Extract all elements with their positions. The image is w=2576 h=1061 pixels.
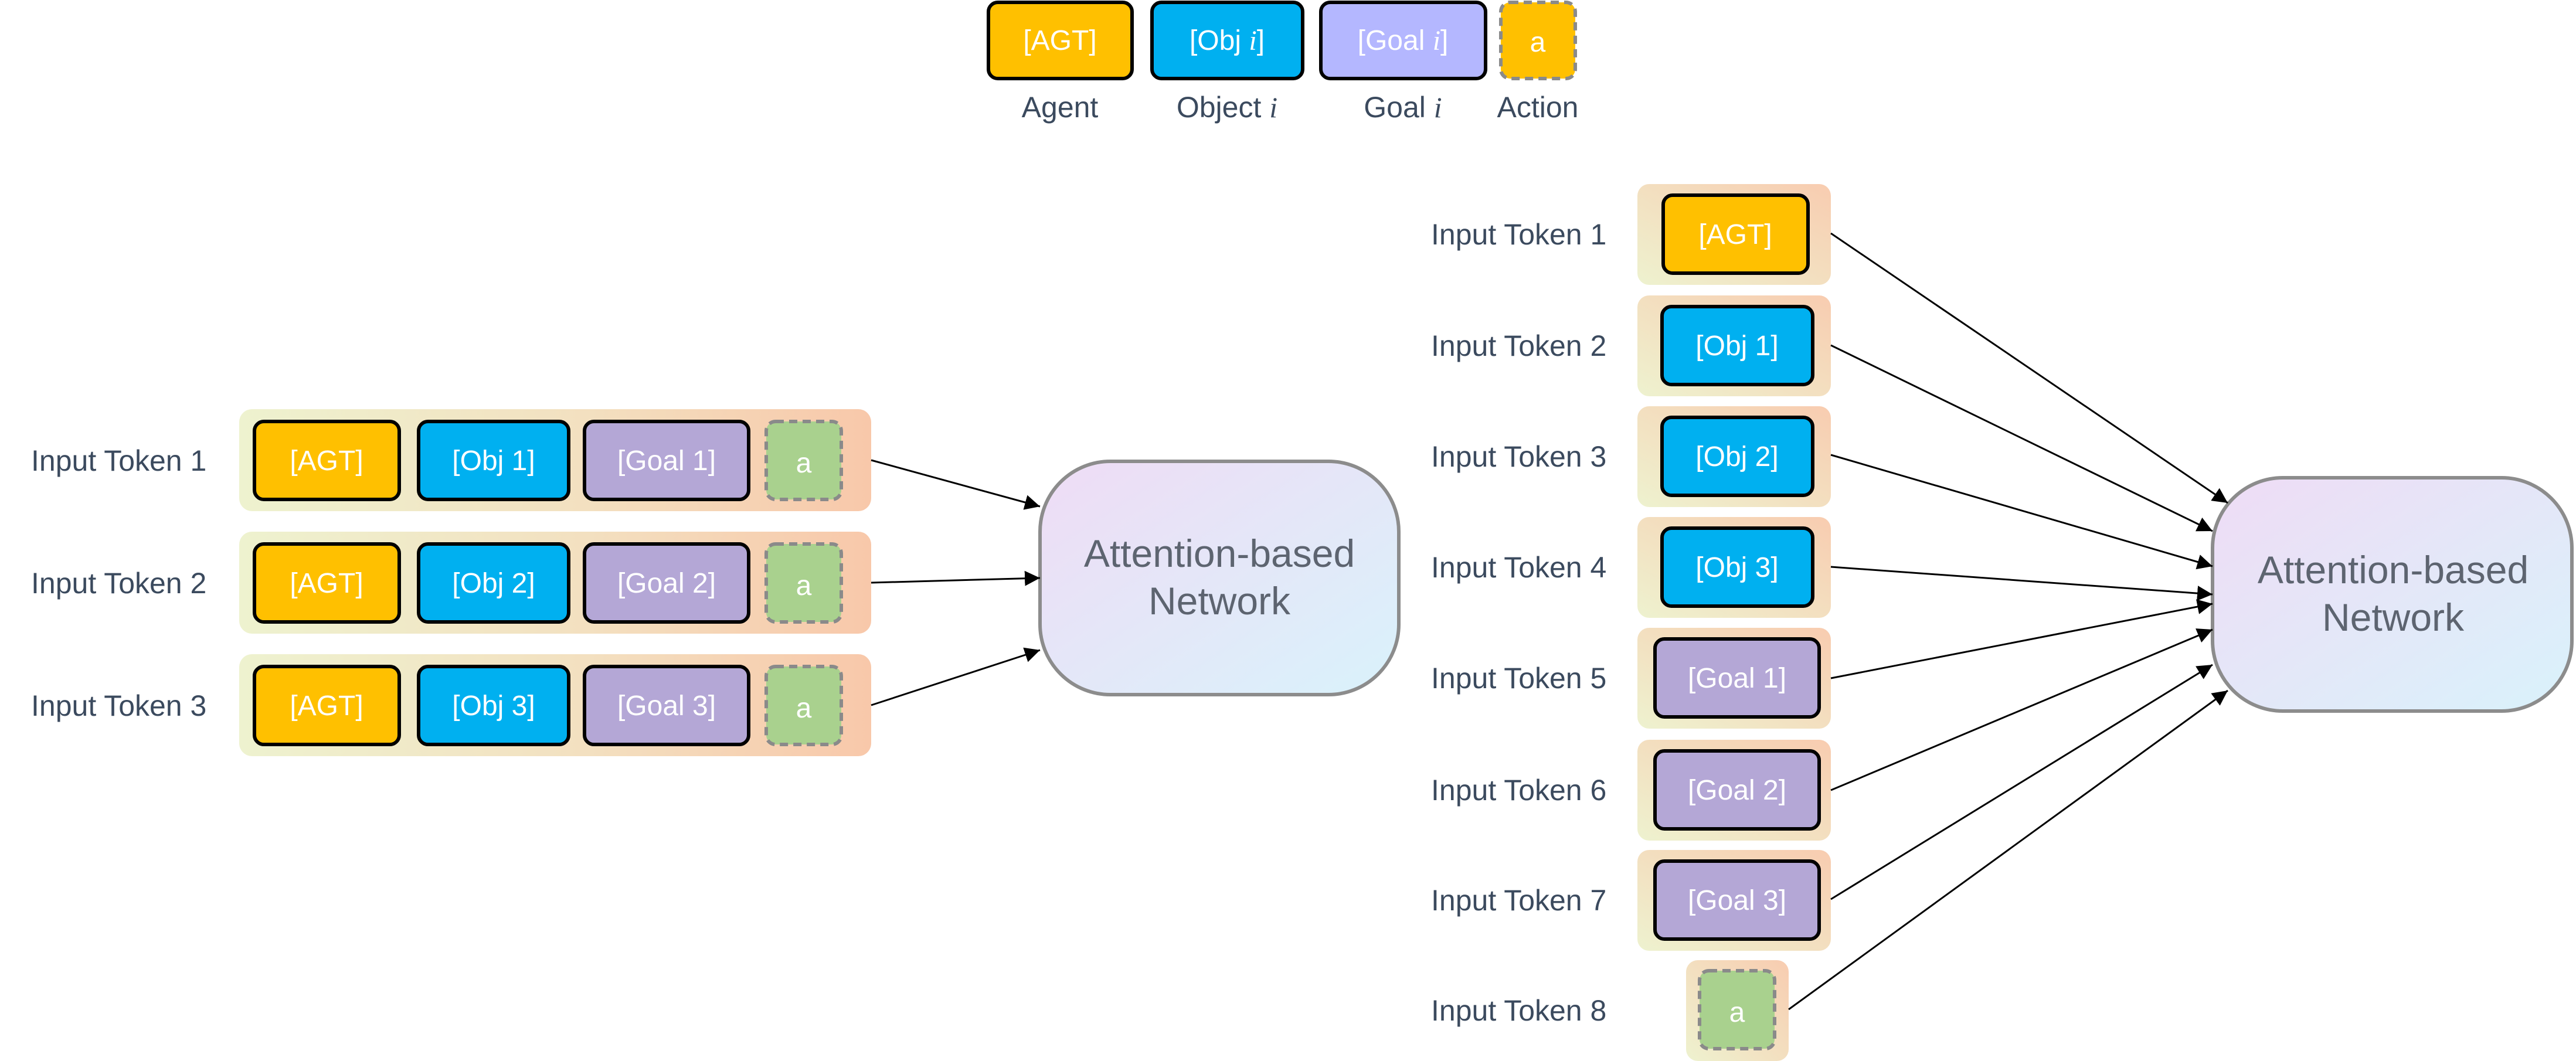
right-row-1-label: Input Token 1 [1431, 218, 1606, 251]
left-row-2: Input Token 2 [AGT] [Obj 2] [Goal 2] a [31, 532, 871, 634]
right-panel: Input Token 1 Input Token 2 Input Token … [1431, 184, 2574, 1061]
legend: [AGT] Agent [Obj i] Object i [Goal i] Go… [987, 1, 1579, 124]
right-arrow-5 [1830, 599, 2213, 679]
left-arrow-1 [871, 459, 1041, 510]
left-arrows [871, 459, 1041, 706]
left-row-2-action-token: a [796, 570, 812, 601]
legend-action-token: a [1530, 27, 1546, 58]
right-row-2-label: Input Token 2 [1431, 329, 1606, 362]
right-row-7-token: [Goal 3] [1688, 885, 1786, 916]
right-arrow-7 [1830, 664, 2213, 900]
right-row-1-token: [AGT] [1698, 219, 1772, 250]
left-row-3: Input Token 3 [AGT] [Obj 3] [Goal 3] a [31, 654, 871, 756]
legend-agent-caption: Agent [1022, 91, 1099, 124]
legend-agent: [AGT] Agent [987, 1, 1134, 124]
right-network-label-line-2: Network [2322, 596, 2465, 639]
legend-object: [Obj i] Object i [1150, 1, 1304, 124]
right-arrow-3 [1830, 454, 2213, 570]
legend-action: a Action [1497, 1, 1579, 124]
right-network-label-line-1: Attention-based [2258, 548, 2529, 591]
legend-goal-caption: Goal i [1364, 91, 1442, 124]
left-row-1-action-token: a [796, 448, 812, 479]
right-row-3-token: [Obj 2] [1695, 441, 1778, 472]
left-row-3-goal-token: [Goal 3] [617, 691, 716, 722]
left-panel: Input Token 1 [AGT] [Obj 1] [Goal 1] a I… [31, 409, 1401, 756]
legend-object-caption: Object i [1177, 91, 1277, 124]
left-row-1: Input Token 1 [AGT] [Obj 1] [Goal 1] a [31, 409, 871, 511]
right-arrow-4 [1830, 566, 2213, 601]
left-row-2-goal-token: [Goal 2] [617, 568, 716, 599]
left-row-2-agent-token: [AGT] [290, 568, 363, 599]
right-row-7-label: Input Token 7 [1431, 884, 1606, 917]
right-arrow-1 [1830, 232, 2228, 504]
left-row-1-agent-token: [AGT] [290, 446, 363, 477]
left-row-2-object-token: [Obj 2] [452, 568, 535, 599]
legend-goal-token: [Goal i] [1358, 25, 1449, 56]
left-row-3-agent-token: [AGT] [290, 691, 363, 722]
left-row-3-label: Input Token 3 [31, 689, 206, 722]
legend-action-caption: Action [1497, 91, 1579, 124]
left-row-1-goal-token: [Goal 1] [617, 446, 716, 477]
left-network-label-line-1: Attention-based [1084, 532, 1355, 575]
left-row-1-label: Input Token 1 [31, 444, 206, 477]
right-row-8-token: a [1729, 997, 1745, 1028]
right-arrow-6 [1830, 628, 2213, 791]
legend-goal: [Goal i] Goal i [1319, 1, 1487, 124]
right-row-3-label: Input Token 3 [1431, 440, 1606, 473]
left-attention-network: Attention-based Network [1038, 460, 1401, 696]
right-arrow-8 [1788, 689, 2228, 1011]
right-row-8-label: Input Token 8 [1431, 994, 1606, 1027]
right-row-2-token: [Obj 1] [1695, 331, 1778, 362]
left-arrow-2 [871, 570, 1041, 586]
left-network-label-line-2: Network [1148, 579, 1291, 623]
left-row-1-object-token: [Obj 1] [452, 446, 535, 477]
right-attention-network: Attention-based Network [2211, 476, 2574, 713]
left-arrow-3 [871, 647, 1041, 706]
right-arrows [1788, 232, 2228, 1011]
left-row-3-object-token: [Obj 3] [452, 691, 535, 722]
right-row-5-token: [Goal 1] [1688, 663, 1786, 694]
left-row-3-action-token: a [796, 693, 812, 724]
right-arrow-2 [1830, 344, 2213, 532]
right-row-6-token: [Goal 2] [1688, 775, 1786, 806]
right-row-5-label: Input Token 5 [1431, 662, 1606, 695]
legend-agent-token: [AGT] [1023, 25, 1096, 56]
right-row-4-token: [Obj 3] [1695, 552, 1778, 583]
right-row-4-label: Input Token 4 [1431, 551, 1606, 584]
legend-object-token: [Obj i] [1190, 25, 1265, 56]
left-row-2-label: Input Token 2 [31, 567, 206, 600]
right-row-6-label: Input Token 6 [1431, 774, 1606, 807]
